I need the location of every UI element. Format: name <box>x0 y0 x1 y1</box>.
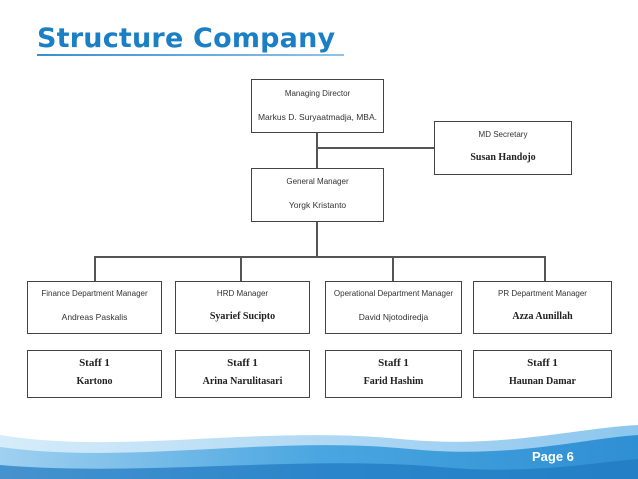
connector-dept-3 <box>392 256 394 282</box>
managing-director-role: Managing Director <box>284 89 351 98</box>
connector-gm-down <box>316 221 318 256</box>
footer-wave-band <box>0 425 638 479</box>
pr-staff-name: Haunan Damar <box>509 376 576 387</box>
connector-dept-4 <box>544 256 546 282</box>
finance-manager-role: Finance Department Manager <box>41 289 148 298</box>
general-manager-role: General Manager <box>286 177 349 186</box>
hrd-manager-box: HRD Manager Syarief Sucipto <box>175 281 310 334</box>
operational-staff-name: Farid Hashim <box>363 376 424 387</box>
page-number: Page 6 <box>532 449 574 464</box>
pr-manager-role: PR Department Manager <box>498 289 587 298</box>
managing-director-name: Markus D. Suryaatmadja, MBA. <box>257 112 378 122</box>
hrd-staff-box: Staff 1 Arina Narulitasari <box>175 350 310 398</box>
finance-manager-name: Andreas Paskalis <box>61 312 128 322</box>
connector-md-secretary <box>318 147 435 149</box>
pr-manager-name: Azza Aunillah <box>512 311 573 322</box>
operational-staff-box: Staff 1 Farid Hashim <box>325 350 462 398</box>
finance-manager-box: Finance Department Manager Andreas Paska… <box>27 281 162 334</box>
hrd-staff-name: Arina Narulitasari <box>202 376 283 387</box>
page-title: Structure Company <box>37 23 336 54</box>
md-secretary-role: MD Secretary <box>478 130 528 139</box>
footer-wave-graphic <box>0 425 638 479</box>
managing-director-box: Managing Director Markus D. Suryaatmadja… <box>251 79 384 133</box>
hrd-manager-role: HRD Manager <box>216 289 269 298</box>
connector-dept-1 <box>94 256 96 282</box>
pr-manager-box: PR Department Manager Azza Aunillah <box>473 281 612 334</box>
md-secretary-box: MD Secretary Susan Handojo <box>434 121 572 175</box>
operational-manager-box: Operational Department Manager David Njo… <box>325 281 462 334</box>
connector-dept-2 <box>240 256 242 282</box>
operational-manager-name: David Njotodiredja <box>358 312 429 322</box>
title-underline <box>37 54 344 56</box>
general-manager-box: General Manager Yorgk Kristanto <box>251 168 384 222</box>
pr-staff-box: Staff 1 Haunan Damar <box>473 350 612 398</box>
finance-staff-name: Kartono <box>76 376 113 387</box>
md-secretary-name: Susan Handojo <box>470 152 536 163</box>
finance-staff-label: Staff 1 <box>79 357 110 369</box>
operational-staff-label: Staff 1 <box>378 357 409 369</box>
connector-horizontal-bus <box>94 256 546 258</box>
finance-staff-box: Staff 1 Kartono <box>27 350 162 398</box>
operational-manager-role: Operational Department Manager <box>333 289 454 298</box>
hrd-staff-label: Staff 1 <box>227 357 258 369</box>
connector-md-gm <box>316 132 318 168</box>
general-manager-name: Yorgk Kristanto <box>288 200 347 210</box>
hrd-manager-name: Syarief Sucipto <box>209 311 276 322</box>
pr-staff-label: Staff 1 <box>527 357 558 369</box>
